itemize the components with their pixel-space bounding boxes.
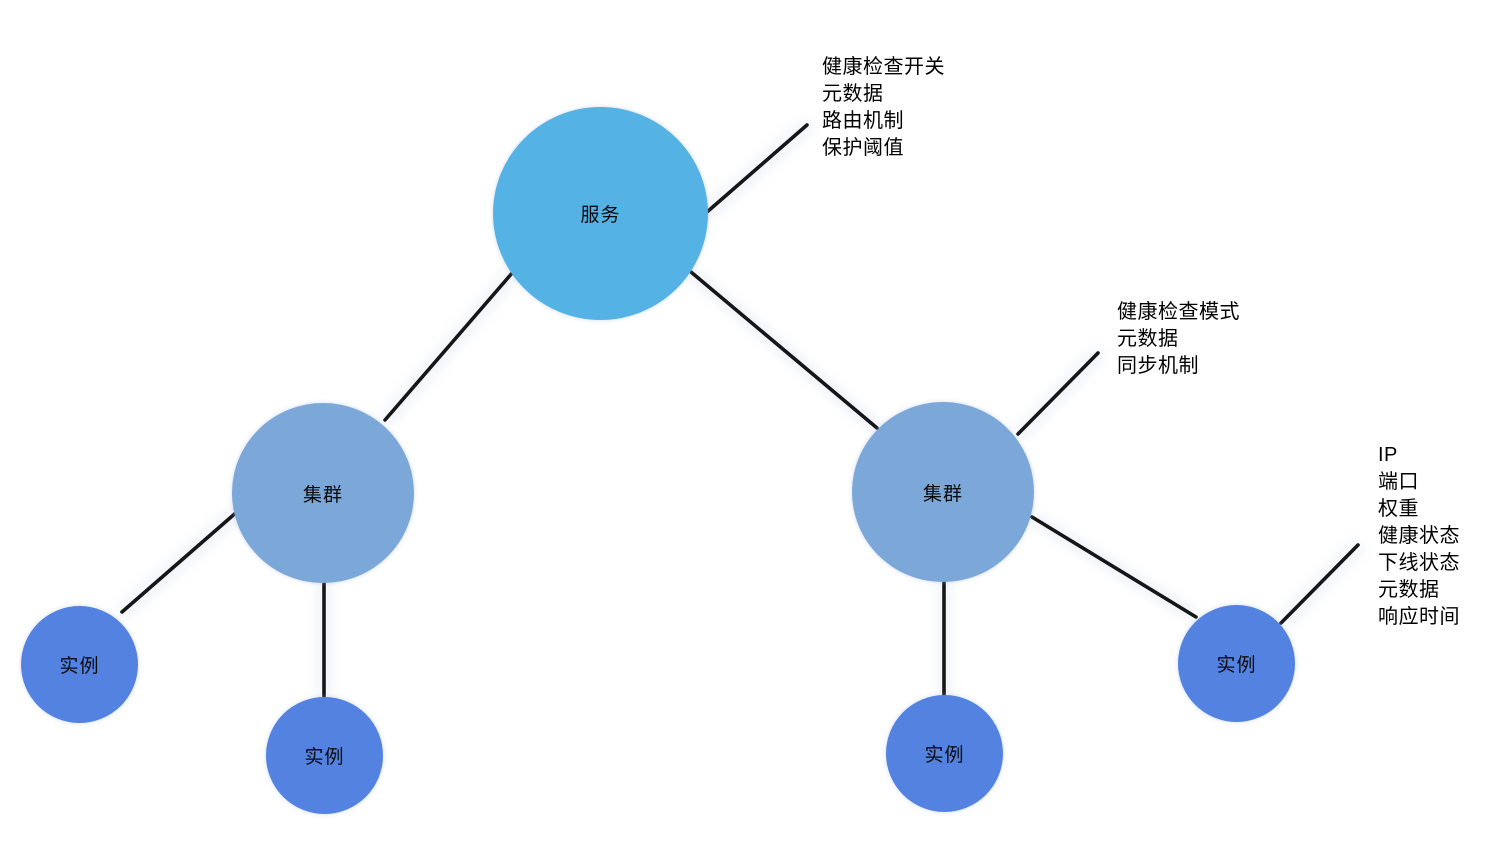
annotation-line: IP — [1378, 444, 1398, 466]
edge-cluster-right-to-annotation — [1016, 351, 1100, 436]
edge-service-to-annotation — [705, 123, 809, 214]
annotation-line: 元数据 — [1117, 328, 1179, 350]
node-service: 服务 — [493, 107, 708, 320]
annotation-line: 健康检查开关 — [822, 56, 945, 78]
edge-service-to-cluster-right — [689, 270, 879, 430]
node-instance-right: 实例 — [1178, 605, 1295, 722]
node-cluster-right-label: 集群 — [922, 483, 963, 505]
node-instance-left-1-label: 实例 — [59, 656, 100, 677]
annotation-line: 下线状态 — [1378, 552, 1460, 574]
annotation-line: 健康检查模式 — [1117, 301, 1240, 323]
node-instance-mid-label: 实例 — [924, 745, 965, 766]
node-service-label: 服务 — [580, 205, 621, 226]
node-instance-left-2: 实例 — [266, 697, 383, 814]
annotation-line: 端口 — [1378, 471, 1419, 493]
annotation-line: 健康状态 — [1378, 525, 1460, 547]
node-instance-left-2-label: 实例 — [304, 747, 345, 768]
annotation-line: 权重 — [1378, 498, 1419, 520]
annotation-line: 同步机制 — [1117, 355, 1199, 377]
annotation-cluster-attributes: 健康检查模式 元数据 同步机制 — [1117, 299, 1240, 380]
annotation-instance-attributes: IP 端口 权重 健康状态 下线状态 元数据 响应时间 — [1378, 442, 1460, 631]
node-cluster-left: 集群 — [232, 403, 414, 583]
annotation-line: 路由机制 — [822, 110, 904, 132]
edge-cluster-left-to-instance-1 — [120, 509, 240, 614]
annotation-service-attributes: 健康检查开关 元数据 路由机制 保护阈值 — [822, 54, 945, 162]
node-instance-mid: 实例 — [886, 695, 1003, 812]
edge-service-to-cluster-left — [383, 270, 515, 422]
node-instance-left-1: 实例 — [21, 606, 138, 723]
edge-instance-right-to-annotation — [1279, 543, 1360, 625]
annotation-line: 元数据 — [1378, 579, 1440, 601]
annotation-line: 元数据 — [822, 83, 884, 105]
node-cluster-right: 集群 — [852, 402, 1034, 582]
annotation-line: 保护阈值 — [822, 137, 904, 159]
edge-cluster-right-to-instance-right — [1030, 515, 1198, 619]
annotation-line: 响应时间 — [1378, 606, 1460, 628]
node-instance-right-label: 实例 — [1216, 655, 1257, 676]
node-cluster-left-label: 集群 — [302, 484, 343, 506]
